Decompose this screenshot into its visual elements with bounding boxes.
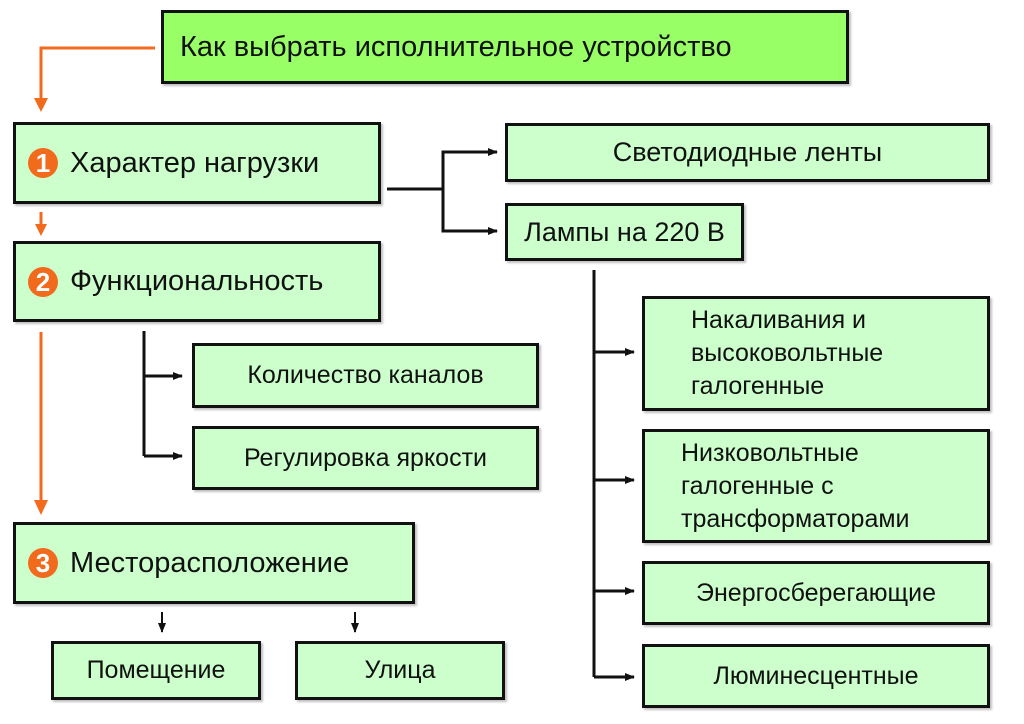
location-box: Помещение bbox=[51, 641, 261, 700]
lamp-type-label: Люминесцентные bbox=[713, 661, 919, 690]
function-label: Количество каналов bbox=[247, 361, 484, 389]
step-label: Характер нагрузки bbox=[70, 146, 320, 179]
load-type-box: Лампы на 220 В bbox=[505, 203, 744, 261]
lamp-type-label: Накаливания и высоковольтные галогенные bbox=[691, 306, 884, 400]
location-label: Помещение bbox=[86, 656, 226, 684]
location-label: Улица bbox=[364, 656, 436, 684]
load-type-label: Лампы на 220 В bbox=[524, 216, 725, 247]
lamp-type-label: Энергосберегающие bbox=[696, 578, 936, 607]
connector-load-branch bbox=[441, 148, 498, 189]
step-label: Месторасположение bbox=[70, 546, 350, 579]
step-box-functionality: 2 Функциональность bbox=[13, 241, 381, 322]
step-box-location: 3 Месторасположение bbox=[13, 522, 415, 604]
function-box: Количество каналов bbox=[192, 343, 539, 408]
flow-arrow-title-to-step1 bbox=[39, 46, 155, 105]
function-label: Регулировка яркости bbox=[243, 443, 487, 472]
lamp-type-label: Низковольтные галогенные с трансформатор… bbox=[681, 438, 910, 533]
title-box: Как выбрать исполнительное устройство bbox=[161, 10, 849, 84]
lamp-type-box: Энергосберегающие bbox=[642, 561, 990, 625]
lamp-type-box: Низковольтные галогенные с трансформатор… bbox=[642, 429, 990, 543]
title-text: Как выбрать исполнительное устройство bbox=[180, 30, 732, 63]
flow-arrow-head bbox=[34, 98, 48, 112]
flow-arrow-head bbox=[34, 500, 48, 515]
lamp-type-box: Накаливания и высоковольтные галогенные bbox=[642, 296, 990, 411]
flow-arrow-head bbox=[35, 224, 47, 236]
function-box: Регулировка яркости bbox=[192, 426, 539, 490]
location-box: Улица bbox=[295, 641, 505, 700]
lamp-type-box: Люминесцентные bbox=[642, 644, 990, 708]
connector-load-branch bbox=[441, 189, 498, 235]
step-number-2-icon: 2 bbox=[28, 266, 58, 297]
load-type-label: Светодиодные ленты bbox=[612, 137, 883, 167]
step-box-load-character: 1 Характер нагрузки bbox=[13, 122, 381, 204]
step-number-3-icon: 3 bbox=[28, 548, 58, 578]
step-number-1-icon: 1 bbox=[28, 148, 58, 178]
step-label: Функциональность bbox=[70, 265, 324, 297]
load-type-box: Светодиодные ленты bbox=[505, 123, 990, 182]
